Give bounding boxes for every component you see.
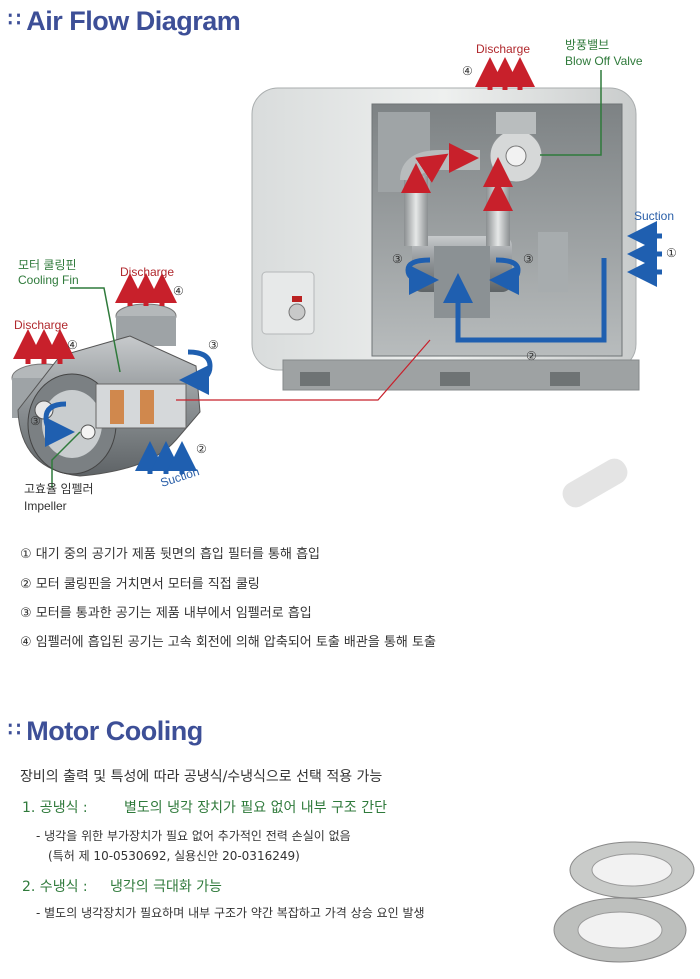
cabinet-num-3-left: ③ xyxy=(392,252,403,266)
cabinet-discharge-arrows xyxy=(401,57,535,211)
cooling-disc-image xyxy=(553,841,695,963)
impeller-label-en: Impeller xyxy=(24,499,67,513)
motor-num-3-right: ③ xyxy=(208,338,219,352)
air-flow-diagram xyxy=(11,57,662,508)
motor-cooling-intro: 장비의 출력 및 특성에 따라 공냉식/수냉식으로 선택 적용 가능 xyxy=(20,769,383,785)
step-2: ② 모터 쿨링핀을 거치면서 모터를 직접 쿨링 xyxy=(20,577,260,592)
impeller-watermark xyxy=(562,458,628,508)
cabinet-suction-flow xyxy=(405,221,662,343)
section-title-text: Air Flow Diagram xyxy=(26,6,241,36)
step-4: ④ 임펠러에 흡입된 공기는 고속 회전에 의해 압축되어 토출 배관을 통해 … xyxy=(20,635,436,650)
impeller-callout-line xyxy=(51,431,81,488)
cabinet-num-2: ② xyxy=(526,349,537,363)
section-marker-icon: ∷ xyxy=(8,9,21,31)
step-num-1: ① xyxy=(666,246,677,260)
discharge-label-mid: Discharge xyxy=(120,265,175,279)
section-title-motor-cooling: ∷Motor Cooling xyxy=(8,716,203,747)
section-title-air-flow: ∷Air Flow Diagram xyxy=(8,6,241,37)
air-cooling-sub1: - 냉각을 위한 부가장치가 필요 없어 추가적인 전력 손실이 없음 xyxy=(36,829,351,843)
motor-num-3-left: ③ xyxy=(30,414,41,428)
step-num-4-top: ④ xyxy=(462,64,473,78)
air-cooling-sub2: (특허 제 10-0530692, 실용신안 20-0316249) xyxy=(48,849,300,863)
cabinet-num-3-right: ③ xyxy=(523,252,534,266)
cooling-fin-callout-line xyxy=(70,287,121,373)
water-cooling-desc: 냉각의 극대화 가능 xyxy=(110,879,222,895)
blow-off-callout-line xyxy=(540,70,602,156)
blow-off-valve-label-en: Blow Off Valve xyxy=(565,54,643,68)
motor-link-line xyxy=(176,339,431,401)
motor-suction-arrows xyxy=(43,349,213,474)
discharge-label-top: Discharge xyxy=(476,42,531,56)
suction-label-cabinet: Suction xyxy=(634,209,675,223)
section-title-text: Motor Cooling xyxy=(26,716,203,746)
cooling-fin-label-kr: 모터 쿨링핀 xyxy=(18,258,77,272)
motor-discharge-arrows xyxy=(12,273,177,364)
step-num-4-mid: ④ xyxy=(173,284,184,298)
water-cooling-head: 2. 수냉식 : xyxy=(22,879,88,895)
air-cooling-desc: 별도의 냉각 장치가 필요 없어 내부 구조 간단 xyxy=(124,800,387,816)
discharge-label-left: Discharge xyxy=(14,318,69,332)
motor-num-2: ② xyxy=(196,442,207,456)
air-cooling-head: 1. 공냉식 : xyxy=(22,800,88,816)
impeller-label-kr: 고효율 임펠러 xyxy=(24,482,94,496)
water-cooling-sub1: - 별도의 냉각장치가 필요하며 내부 구조가 약간 복잡하고 가격 상승 요인… xyxy=(36,906,425,920)
step-3: ③ 모터를 통과한 공기는 제품 내부에서 임펠러로 흡입 xyxy=(20,606,312,621)
section-marker-icon: ∷ xyxy=(8,719,21,741)
step-num-4-left: ④ xyxy=(67,338,78,352)
blow-off-valve-label-kr: 방풍밸브 xyxy=(565,38,610,52)
cooling-fin-label-en: Cooling Fin xyxy=(18,273,79,287)
step-1: ① 대기 중의 공기가 제품 뒷면의 흡입 필터를 통해 흡입 xyxy=(20,547,321,562)
